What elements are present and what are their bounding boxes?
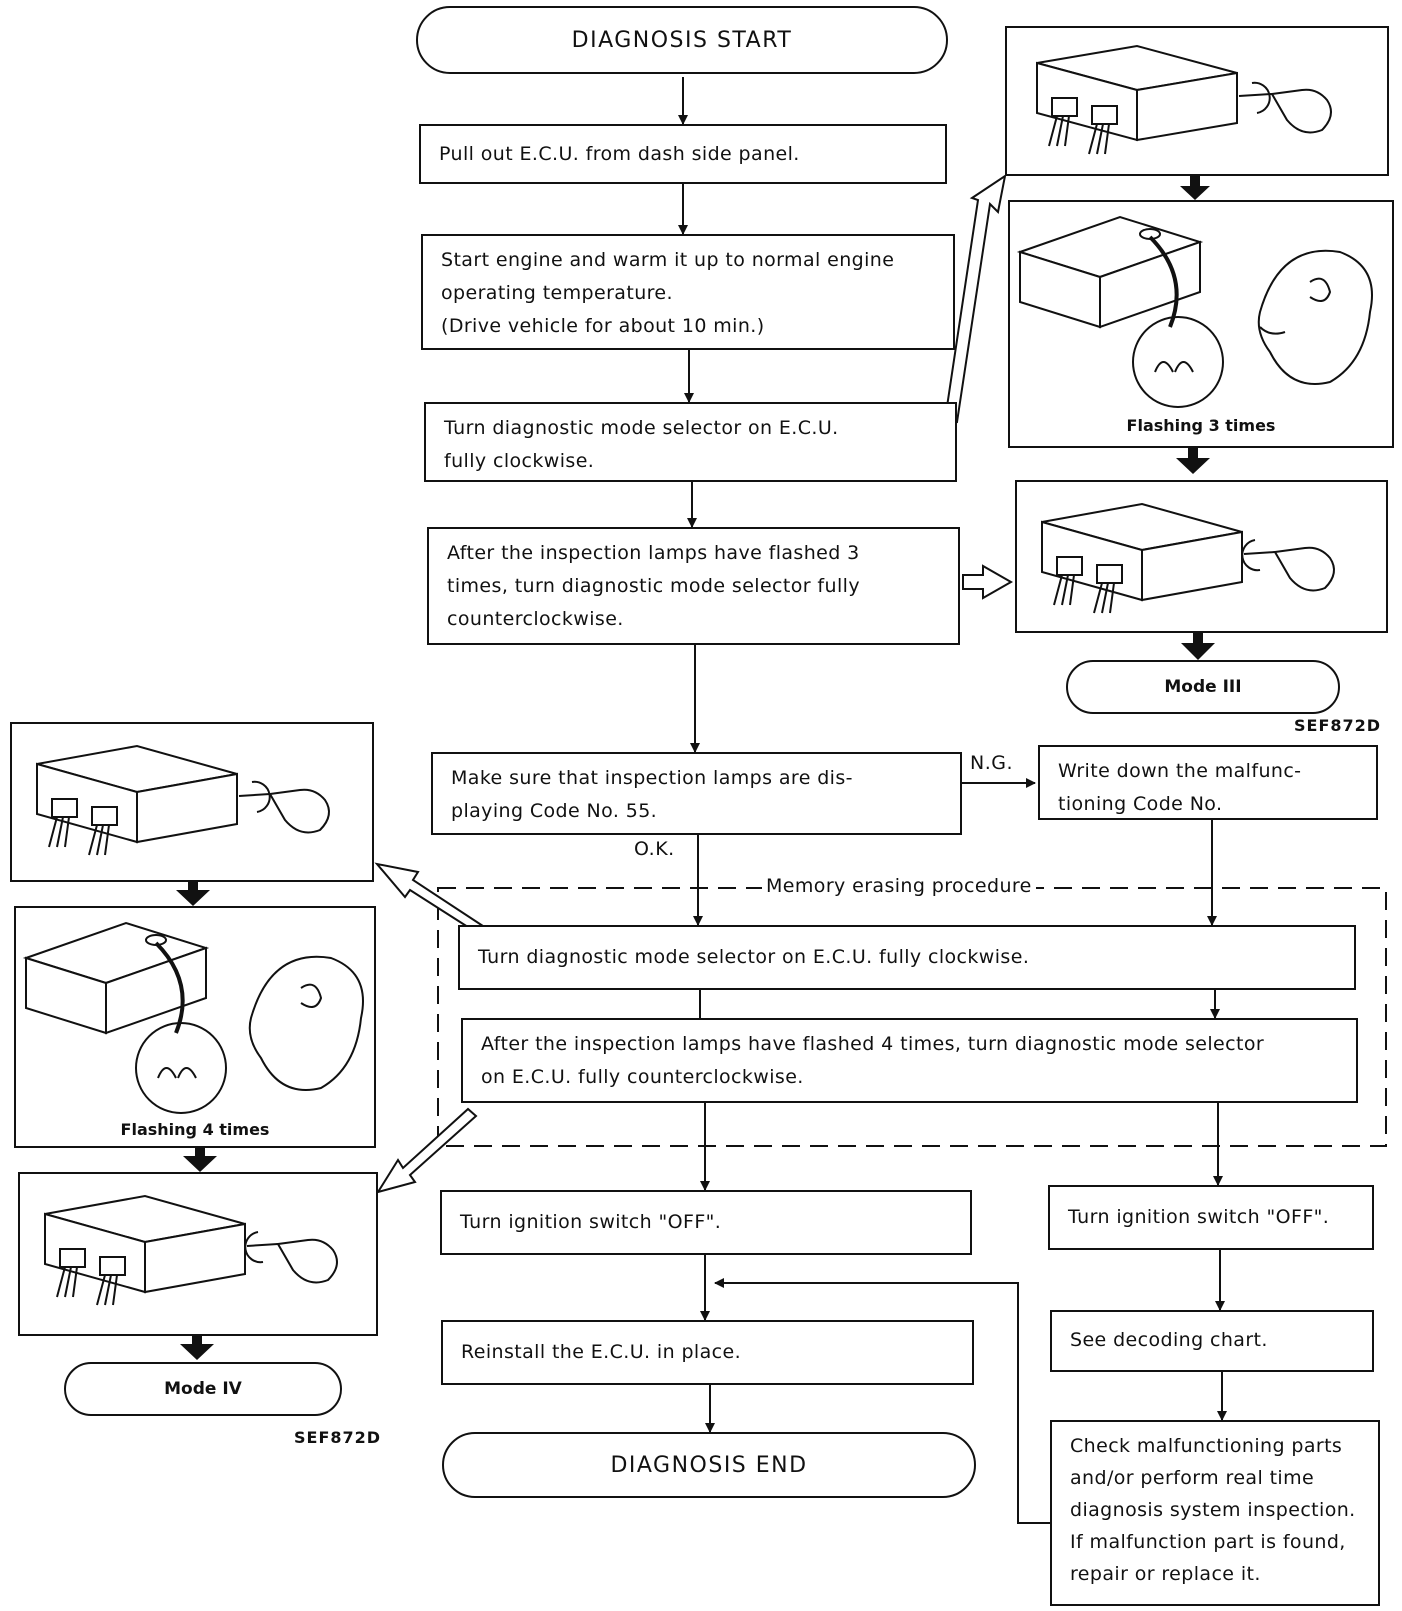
step-warm-up-engine: Start engine and warm it up to normal en… xyxy=(421,234,955,350)
mode-iv-terminal: Mode IV xyxy=(64,1362,342,1416)
step-ignition-off-right: Turn ignition switch "OFF". xyxy=(1048,1185,1374,1250)
left-panel-turn-counterclockwise xyxy=(18,1172,378,1336)
ecu-screwdriver-illustration xyxy=(36,744,330,856)
diagnosis-start-terminal: DIAGNOSIS START xyxy=(416,6,948,74)
flow-arrows xyxy=(678,77,1227,1524)
right-panel-turn-clockwise xyxy=(1005,26,1389,176)
illustration-pointers xyxy=(374,173,1014,1194)
flashing-3-caption: Flashing 3 times xyxy=(1126,416,1276,435)
step-turn-selector-counterclockwise: After the inspection lamps have flashed … xyxy=(427,527,960,645)
right-panel-flashing-3: Flashing 3 times xyxy=(1008,200,1394,448)
ecu-screwdriver-illustration xyxy=(44,1194,338,1306)
step-reinstall-ecu: Reinstall the E.C.U. in place. xyxy=(441,1320,974,1385)
diagnosis-end-terminal: DIAGNOSIS END xyxy=(442,1432,976,1498)
erase-turn-selector-counterclockwise: After the inspection lamps have flashed … xyxy=(461,1018,1358,1103)
step-pull-out-ecu: Pull out E.C.U. from dash side panel. xyxy=(419,124,947,184)
ng-label: N.G. xyxy=(970,752,1014,774)
memory-erasing-label: Memory erasing procedure xyxy=(762,875,1036,897)
step-ignition-off-left: Turn ignition switch "OFF". xyxy=(440,1190,972,1255)
right-figure-code: SEF872D xyxy=(1294,716,1382,735)
step-turn-selector-clockwise: Turn diagnostic mode selector on E.C.U. … xyxy=(424,402,957,482)
ecu-flashing-lamps-illustration xyxy=(1016,215,1373,408)
step-see-decoding-chart: See decoding chart. xyxy=(1050,1310,1374,1372)
ok-label: O.K. xyxy=(634,838,675,860)
ecu-flashing-lamps-illustration xyxy=(22,921,364,1114)
right-panel-turn-counterclockwise xyxy=(1015,480,1388,633)
memory-erasing-frame xyxy=(437,887,1387,1147)
left-panel-flashing-4: Flashing 4 times xyxy=(14,906,376,1148)
step-check-code-55: Make sure that inspection lamps are dis-… xyxy=(431,752,962,835)
left-figure-code: SEF872D xyxy=(294,1428,382,1447)
flashing-4-caption: Flashing 4 times xyxy=(120,1120,270,1139)
step-check-malfunctioning-parts: Check malfunctioning parts and/or perfor… xyxy=(1050,1420,1380,1606)
ecu-screwdriver-illustration xyxy=(1041,502,1335,614)
ecu-screwdriver-illustration xyxy=(1036,44,1332,155)
step-write-down-code: Write down the malfunc- tioning Code No. xyxy=(1038,745,1378,820)
erase-turn-selector-clockwise: Turn diagnostic mode selector on E.C.U. … xyxy=(458,925,1356,990)
left-panel-turn-clockwise xyxy=(10,722,374,882)
mode-iii-terminal: Mode III xyxy=(1066,660,1340,714)
